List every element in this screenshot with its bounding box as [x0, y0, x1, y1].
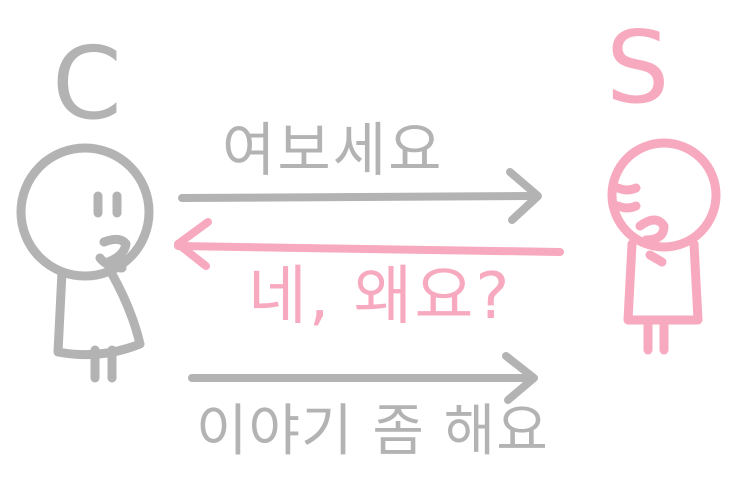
server-mouth	[635, 215, 669, 245]
message-2-text: 네, 왜요?	[248, 260, 512, 334]
server-eye-left	[613, 183, 641, 195]
client-hand	[95, 253, 127, 273]
client-body	[53, 267, 145, 360]
message-3-text: 이야기 좀 해요	[196, 399, 549, 464]
server-eye-right	[613, 201, 641, 213]
client-head	[16, 143, 154, 281]
server-hand	[645, 250, 667, 267]
server-head	[607, 138, 721, 252]
client-label: C	[52, 25, 122, 142]
message-1-arrow	[178, 168, 542, 224]
server-body	[623, 239, 703, 325]
client-figure	[16, 143, 154, 383]
server-figure	[607, 138, 721, 355]
client-mouth	[99, 234, 131, 267]
message-3-arrow	[188, 352, 538, 404]
server-label: S	[606, 9, 670, 126]
message-2-arrow	[174, 218, 564, 270]
message-1-text: 여보세요	[222, 116, 444, 184]
